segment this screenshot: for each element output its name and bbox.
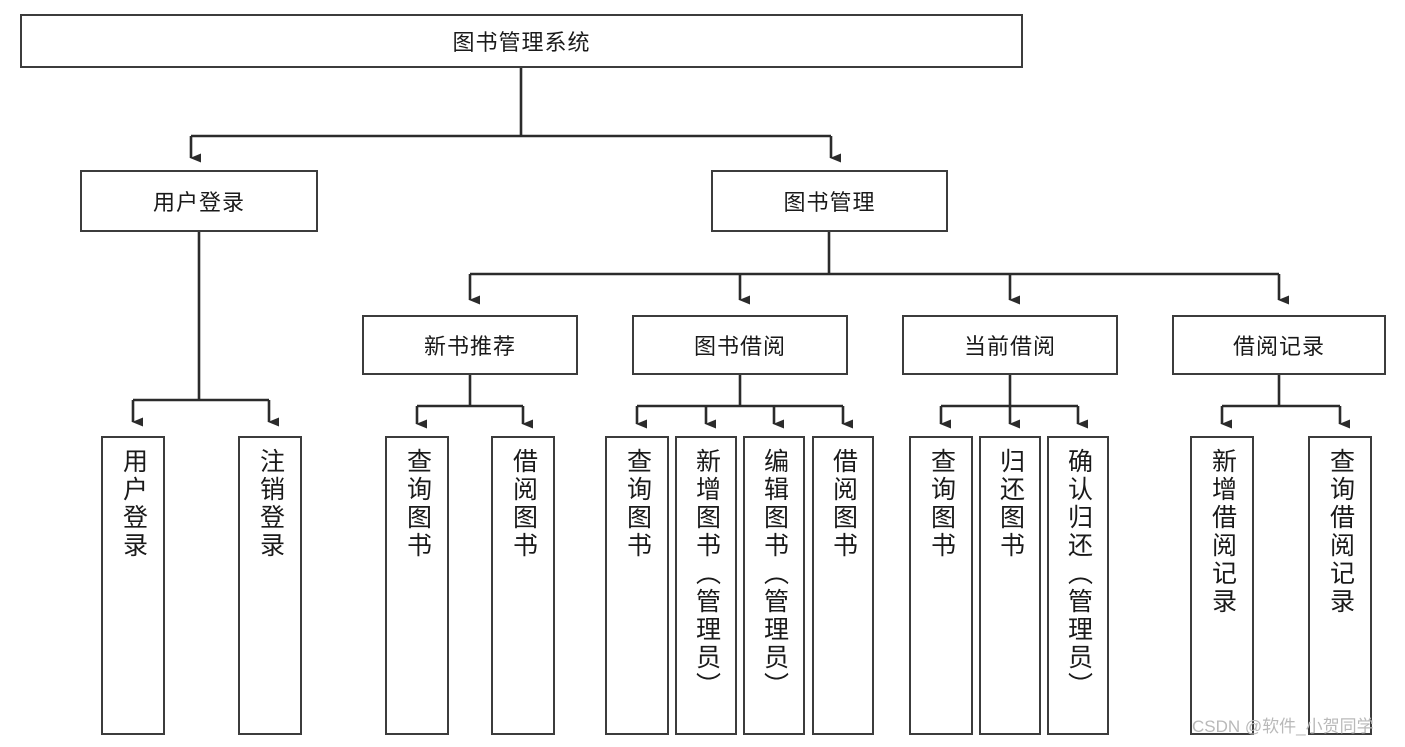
leaf-book-borrow-query[interactable]: 查询图书 [605, 436, 669, 735]
node-book-management[interactable]: 图书管理 [711, 170, 948, 232]
node-borrow-record[interactable]: 借阅记录 [1172, 315, 1386, 375]
node-current-borrow[interactable]: 当前借阅 [902, 315, 1118, 375]
leaf-user-login-logout[interactable]: 注销登录 [238, 436, 302, 735]
leaf-current-borrow-confirm[interactable]: 确认归还（管理员） [1047, 436, 1109, 735]
node-user-login[interactable]: 用户登录 [80, 170, 318, 232]
leaf-borrow-record-add[interactable]: 新增借阅记录 [1190, 436, 1254, 735]
leaf-new-book-query[interactable]: 查询图书 [385, 436, 449, 735]
leaf-current-borrow-return[interactable]: 归还图书 [979, 436, 1041, 735]
node-book-borrow[interactable]: 图书借阅 [632, 315, 848, 375]
node-new-book-recommend[interactable]: 新书推荐 [362, 315, 578, 375]
node-root-system[interactable]: 图书管理系统 [20, 14, 1023, 68]
leaf-user-login-login[interactable]: 用户登录 [101, 436, 165, 735]
leaf-book-borrow-borrow[interactable]: 借阅图书 [812, 436, 874, 735]
leaf-book-borrow-add[interactable]: 新增图书（管理员） [675, 436, 737, 735]
leaf-current-borrow-query[interactable]: 查询图书 [909, 436, 973, 735]
csdn-watermark: CSDN @软件_小贺同学 [1192, 717, 1374, 736]
leaf-new-book-borrow[interactable]: 借阅图书 [491, 436, 555, 735]
leaf-book-borrow-edit[interactable]: 编辑图书（管理员） [743, 436, 805, 735]
leaf-borrow-record-query[interactable]: 查询借阅记录 [1308, 436, 1372, 735]
